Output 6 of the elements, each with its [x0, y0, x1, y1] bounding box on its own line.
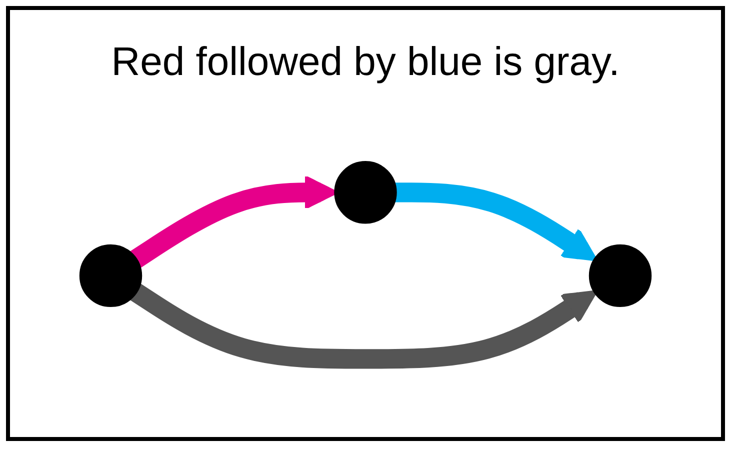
title: Red followed by blue is gray.: [111, 40, 620, 85]
node-circle: [79, 244, 142, 308]
node-circle: [588, 244, 652, 308]
arrow: [130, 284, 598, 369]
arrow: [394, 182, 598, 262]
node-circle: [334, 161, 397, 224]
